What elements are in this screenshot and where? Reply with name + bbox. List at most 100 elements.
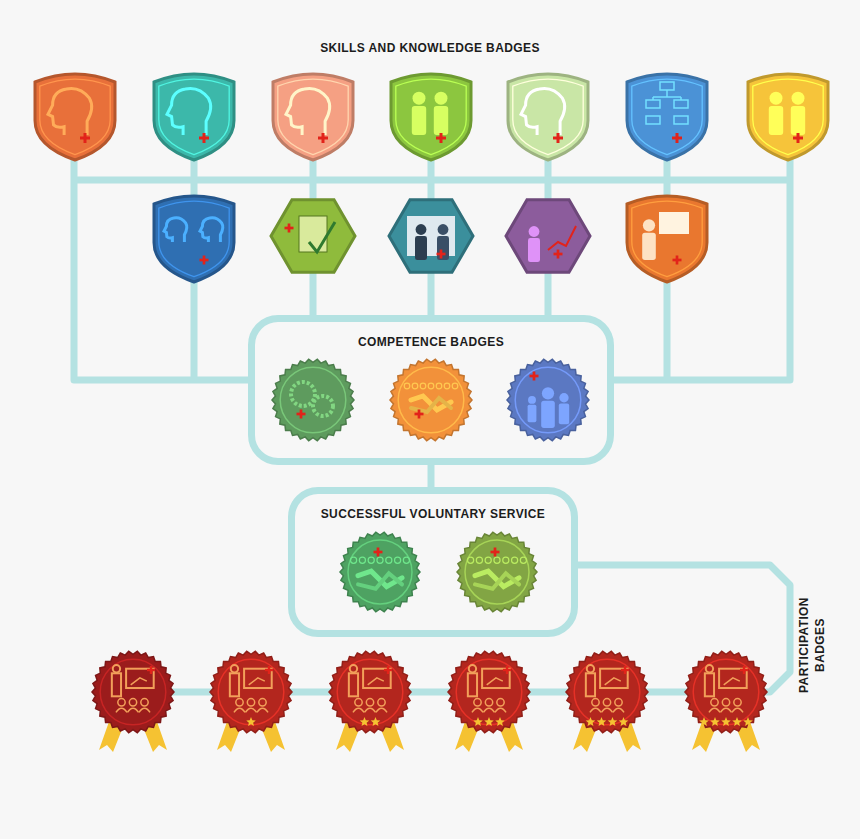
star-icon xyxy=(699,717,709,726)
competence-badge xyxy=(507,359,589,441)
crowd-icon xyxy=(368,557,374,563)
diagram-title: SKILLS AND KNOWLEDGE BADGES xyxy=(0,41,860,55)
crowd-icon xyxy=(485,557,491,563)
crowd-icon xyxy=(386,557,392,563)
wire-group xyxy=(74,150,790,692)
shield-badge xyxy=(35,74,115,160)
audience-icon xyxy=(497,699,504,706)
shield-inner xyxy=(278,79,348,155)
star-icon xyxy=(743,717,753,726)
red-cross xyxy=(300,410,303,419)
red-cross xyxy=(288,224,291,233)
head-icon xyxy=(521,88,565,135)
shield-inner xyxy=(159,79,229,155)
skill-badge xyxy=(389,200,473,273)
seal-ring xyxy=(515,367,581,433)
person-icon xyxy=(350,665,357,672)
crowd-icon xyxy=(395,557,401,563)
wire xyxy=(74,150,250,380)
board-icon xyxy=(126,669,154,688)
seal-badge xyxy=(92,651,174,733)
audience-icon xyxy=(118,699,125,706)
person-icon xyxy=(434,106,448,135)
seal-ring xyxy=(574,659,640,725)
seal-badge xyxy=(457,532,537,612)
shield-inner xyxy=(396,79,466,155)
audience-icon xyxy=(615,699,622,706)
red-cross xyxy=(268,666,270,674)
red-cross xyxy=(150,666,152,674)
hexagon-badge xyxy=(506,200,590,273)
person-icon xyxy=(559,393,568,402)
shield-inner xyxy=(513,79,583,155)
audience-icon xyxy=(247,699,254,706)
handshake-icon xyxy=(475,573,519,588)
board-icon xyxy=(131,678,147,685)
head-icon xyxy=(286,88,330,135)
shield-inner xyxy=(40,79,110,155)
competence-badge xyxy=(390,359,472,441)
board-icon xyxy=(719,669,747,688)
person-icon xyxy=(528,238,540,262)
red-cross xyxy=(676,133,679,143)
red-cross xyxy=(418,410,421,419)
gear-icon xyxy=(291,382,315,406)
org-chart-icon xyxy=(653,90,681,100)
board-icon xyxy=(487,678,503,685)
audience-icon xyxy=(711,699,718,706)
person-icon xyxy=(416,224,427,235)
person-icon xyxy=(559,403,569,424)
crowd-icon xyxy=(403,557,409,563)
red-cross xyxy=(84,133,87,143)
handshake-icon xyxy=(411,398,451,412)
person-icon xyxy=(230,673,239,696)
person-icon xyxy=(468,673,477,696)
crowd-icon xyxy=(503,557,509,563)
shield-inner xyxy=(632,79,702,155)
skill-badge xyxy=(154,196,234,282)
audience-icon xyxy=(139,708,150,712)
seal-ring xyxy=(348,540,412,604)
person-icon xyxy=(705,673,714,696)
seal-ring xyxy=(337,659,403,725)
head-icon xyxy=(200,218,223,242)
crowd-icon xyxy=(452,383,458,389)
crowd-icon xyxy=(351,557,357,563)
person-icon xyxy=(791,106,805,135)
board-icon xyxy=(244,669,272,688)
audience-icon xyxy=(234,708,245,712)
side-label: PARTICIPATION BADGES xyxy=(796,590,828,700)
crowd-icon xyxy=(476,557,482,563)
board-icon xyxy=(724,678,740,685)
star-icon xyxy=(586,717,596,726)
group-heading: SUCCESSFUL VOLUNTARY SERVICE xyxy=(295,494,571,521)
person-icon xyxy=(412,106,426,135)
audience-icon xyxy=(590,708,601,712)
org-chart-icon xyxy=(674,116,688,124)
shield-badge xyxy=(154,196,234,282)
star-icon xyxy=(619,717,629,726)
person-icon xyxy=(770,92,783,105)
shield-inner xyxy=(753,79,823,155)
red-cross xyxy=(743,666,745,674)
org-chart-icon xyxy=(660,82,674,90)
seal-badge xyxy=(272,359,354,441)
skill-badge xyxy=(748,74,828,160)
red-cross xyxy=(624,666,626,674)
board-icon xyxy=(605,678,621,685)
seal-ring xyxy=(280,367,346,433)
red-cross xyxy=(440,250,443,259)
participation-badge xyxy=(92,651,174,752)
person-icon xyxy=(113,665,120,672)
audience-icon xyxy=(127,708,138,712)
person-icon xyxy=(541,401,555,428)
person-icon xyxy=(349,673,358,696)
crowd-icon xyxy=(436,383,442,389)
competence-badge xyxy=(272,359,354,441)
audience-icon xyxy=(236,699,243,706)
star-icon xyxy=(495,717,505,726)
person-icon xyxy=(643,219,655,231)
seal-badge xyxy=(329,651,411,733)
service-badge xyxy=(457,532,537,612)
